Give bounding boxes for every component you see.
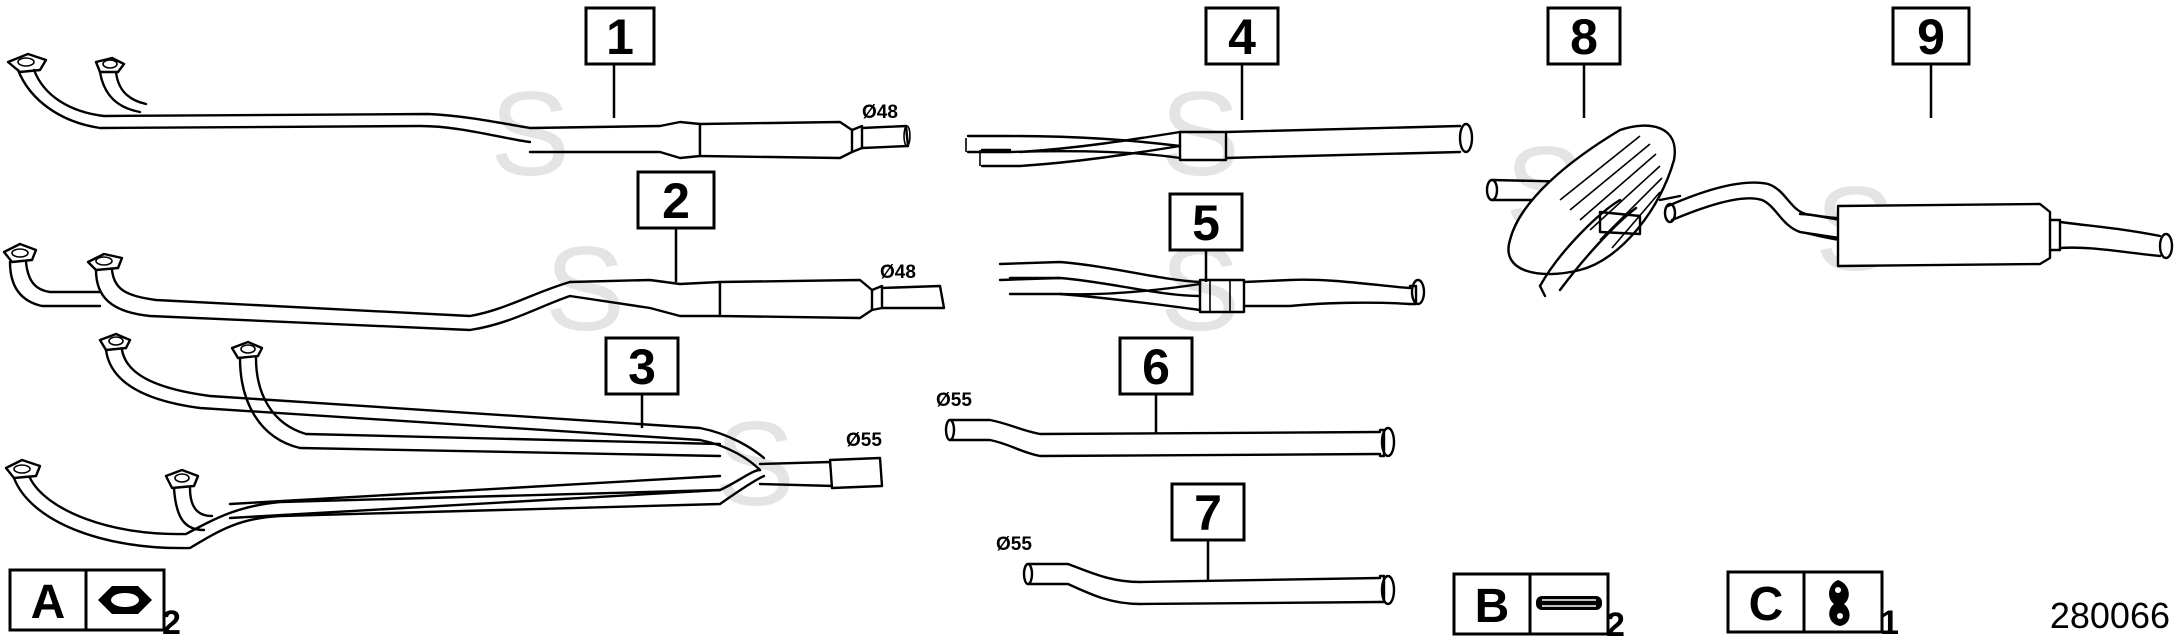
watermark: S xyxy=(545,222,625,356)
diameter-label-part-2: Ø48 xyxy=(880,262,916,283)
diagram-id: 280066 xyxy=(2050,595,2170,636)
legend-quantity: 2 xyxy=(162,604,181,641)
callout-7[interactable]: 7 xyxy=(1170,482,1246,542)
callout-9[interactable]: 9 xyxy=(1891,6,1971,66)
callout-3[interactable]: 3 xyxy=(604,336,680,396)
legend-letter: A xyxy=(31,576,66,629)
callout-8[interactable]: 8 xyxy=(1546,6,1622,66)
part-3-dual-front-pipe[interactable] xyxy=(4,332,884,550)
diameter-label-part-7: Ø55 xyxy=(996,534,1032,555)
rubber-strip-icon xyxy=(1536,596,1602,610)
legend-letter: B xyxy=(1475,580,1510,633)
diameter-label-part-6: Ø55 xyxy=(936,390,972,411)
legend-quantity: 2 xyxy=(1606,606,1625,641)
callout-number: 2 xyxy=(662,173,690,229)
legend-letter: C xyxy=(1749,578,1784,631)
callout-number: 9 xyxy=(1917,9,1945,65)
callout-2[interactable]: 2 xyxy=(636,170,716,230)
part-5-intermediate-pipe[interactable] xyxy=(998,260,1426,314)
diameter-label-part-3: Ø55 xyxy=(846,430,882,451)
legend-quantity: 1 xyxy=(1880,604,1899,641)
hanger-clamp-icon xyxy=(1829,580,1850,626)
watermark: S xyxy=(490,67,570,201)
legend-item-c[interactable]: C 1 xyxy=(1726,570,1899,641)
callout-5[interactable]: 5 xyxy=(1168,192,1244,252)
callout-number: 6 xyxy=(1142,339,1170,395)
diameter-label-part-1: Ø48 xyxy=(862,102,898,123)
part-2-front-pipe[interactable] xyxy=(2,242,946,332)
callout-6[interactable]: 6 xyxy=(1118,336,1194,396)
callout-number: 5 xyxy=(1192,195,1220,251)
callout-number: 1 xyxy=(606,9,634,65)
callout-number: 4 xyxy=(1228,9,1256,65)
callout-number: 7 xyxy=(1194,485,1222,541)
callout-leaders xyxy=(612,64,1933,580)
callout-1[interactable]: 1 xyxy=(584,6,656,66)
part-7-rear-pipe[interactable] xyxy=(1022,562,1396,606)
legend-item-a[interactable]: A 2 xyxy=(8,568,181,641)
part-4-intermediate-pipe[interactable] xyxy=(965,122,1474,168)
callout-4[interactable]: 4 xyxy=(1204,6,1280,66)
part-9-rear-silencer[interactable] xyxy=(1663,181,2174,268)
part-6-rear-pipe[interactable] xyxy=(944,418,1396,458)
part-1-front-pipe[interactable] xyxy=(6,52,911,160)
gasket-ring-icon xyxy=(98,586,152,614)
callout-number: 3 xyxy=(628,339,656,395)
callout-number: 8 xyxy=(1570,9,1598,65)
legend-item-b[interactable]: B 2 xyxy=(1452,572,1625,641)
part-8-front-silencer[interactable] xyxy=(1485,124,1682,298)
